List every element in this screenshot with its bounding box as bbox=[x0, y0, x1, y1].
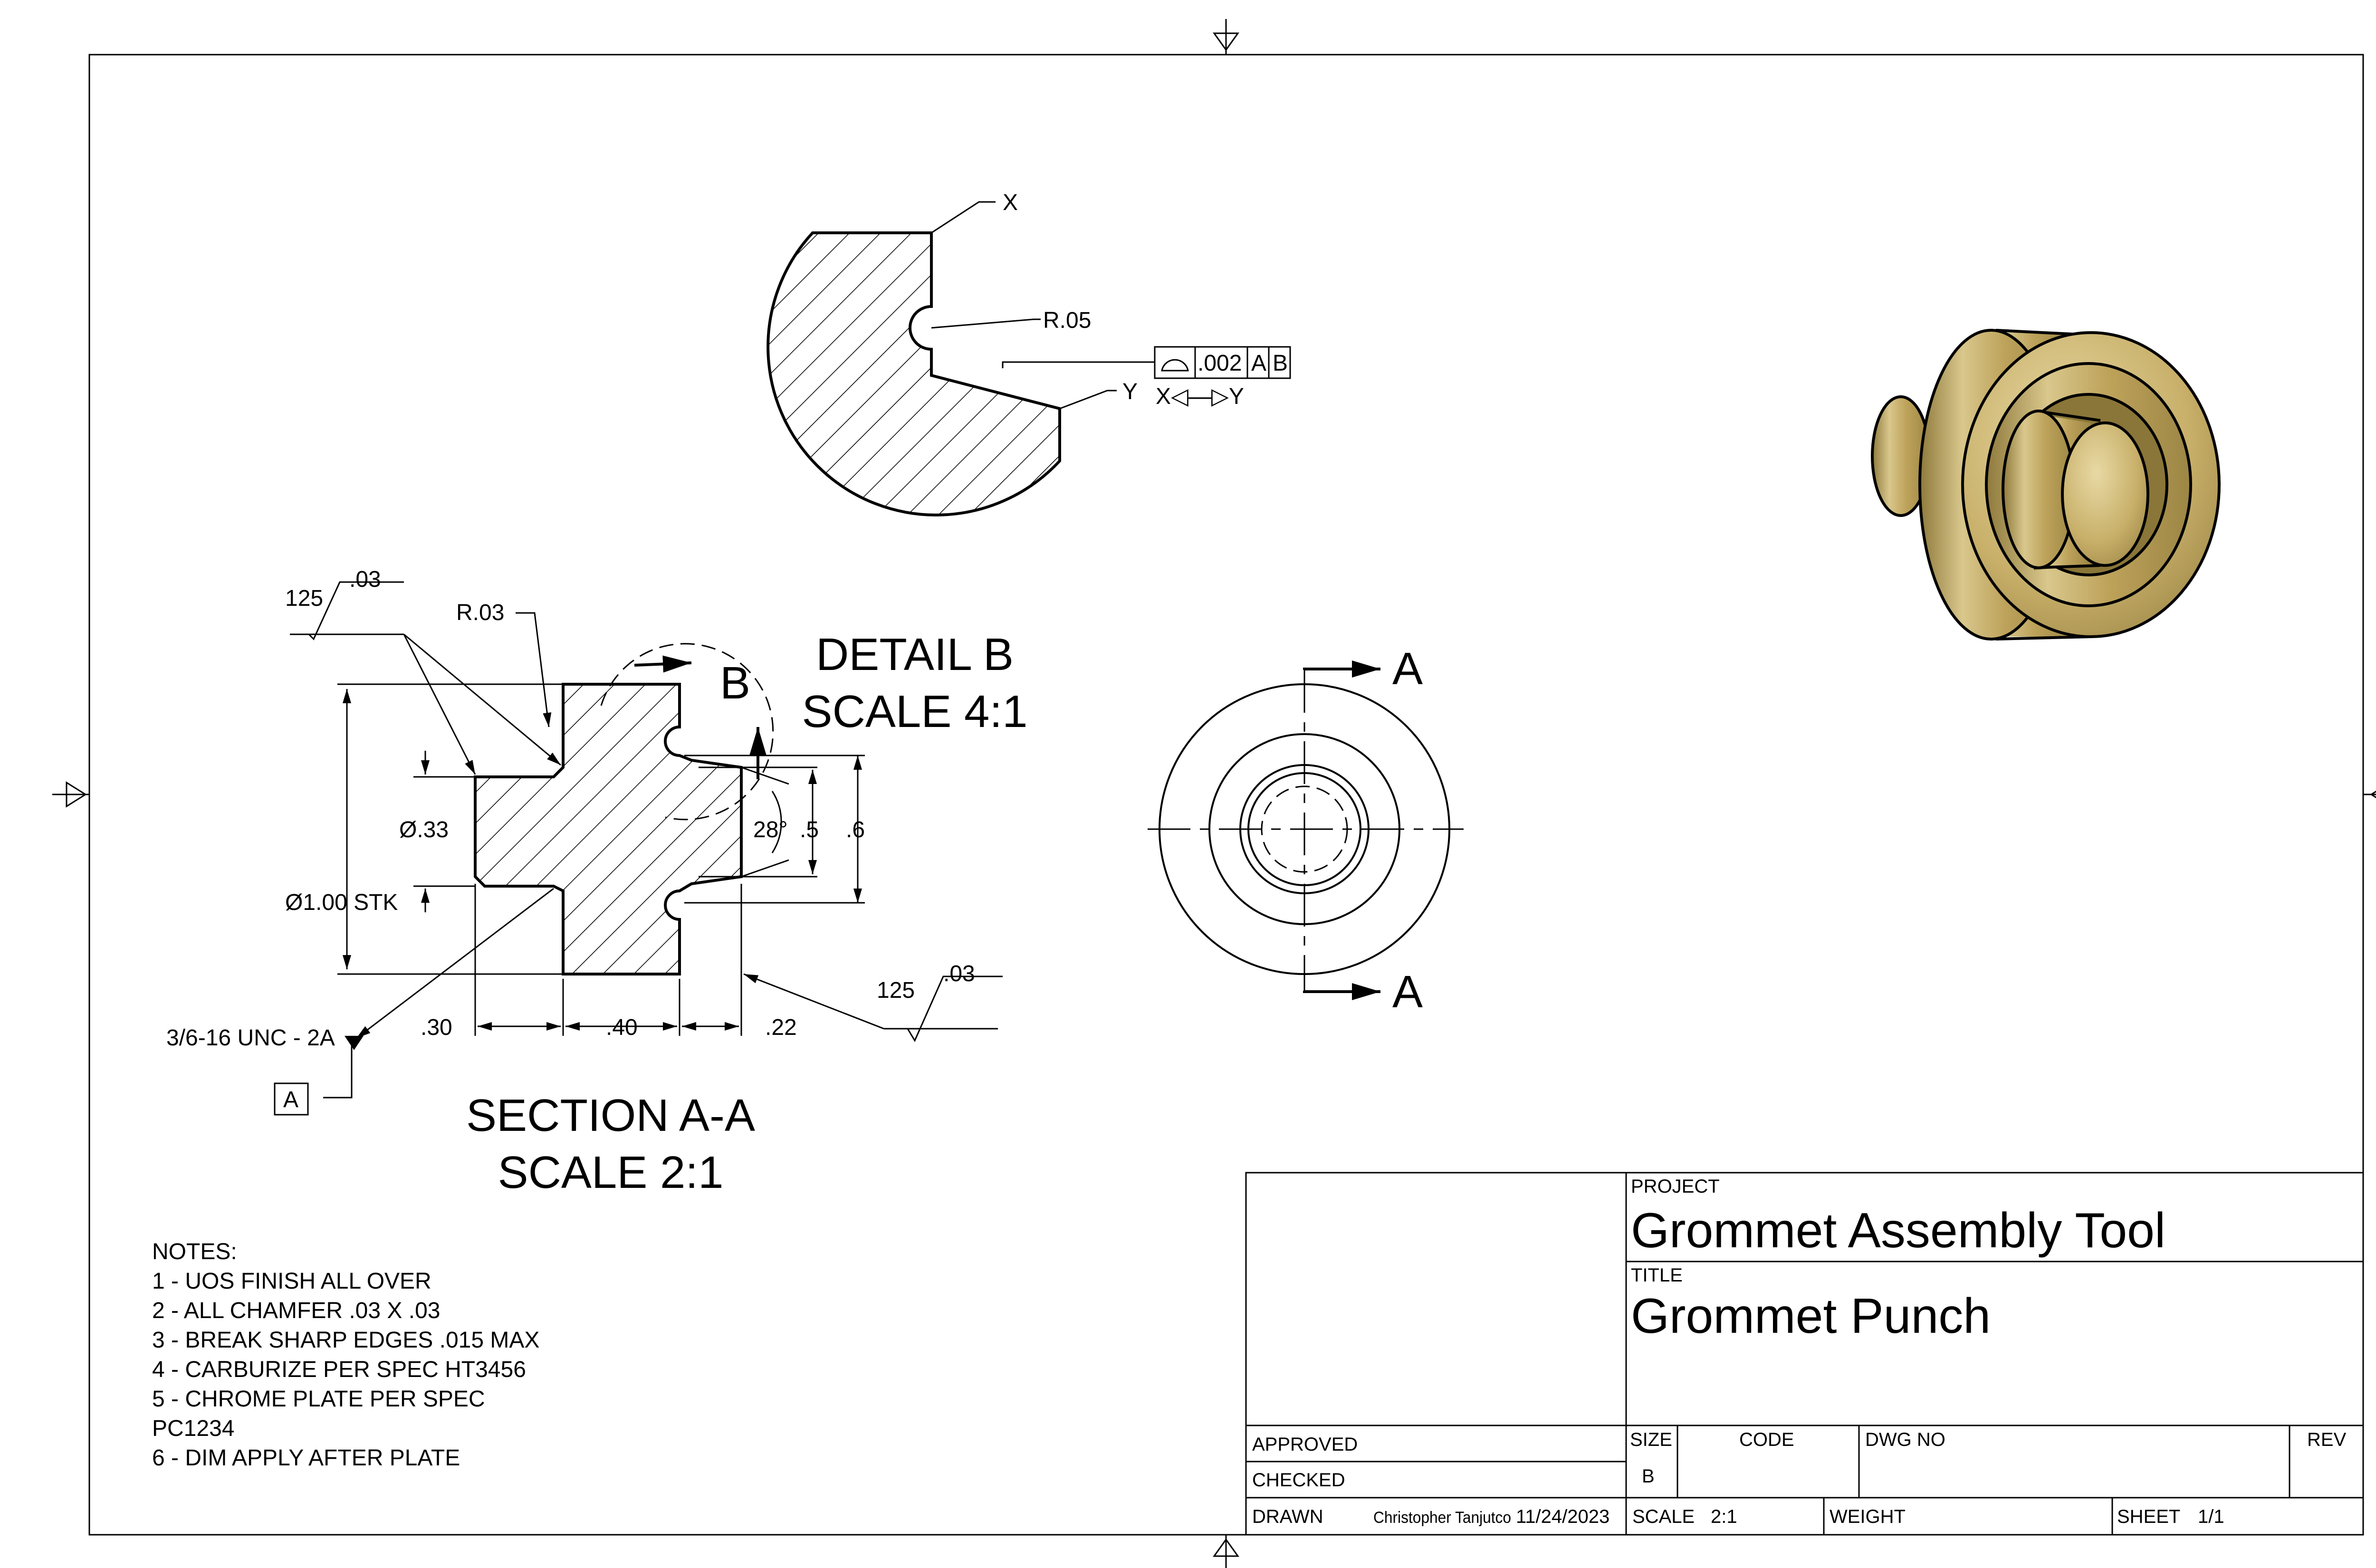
detail-b-scale: SCALE 4:1 bbox=[802, 686, 1028, 737]
front-view: A A bbox=[1148, 643, 1464, 1017]
title-label: TITLE bbox=[1631, 1265, 1683, 1286]
section-a-a-title: SECTION A-A bbox=[466, 1090, 755, 1141]
weight-label: WEIGHT bbox=[1830, 1506, 1906, 1527]
size-value: B bbox=[1642, 1466, 1655, 1487]
between-x-y: X◁—▷Y bbox=[1156, 384, 1244, 409]
checked-label: CHECKED bbox=[1252, 1470, 1345, 1491]
feature-control-frame: .002 A B X◁—▷Y bbox=[1154, 346, 1291, 409]
section-radius: R.03 bbox=[456, 600, 504, 625]
note-item: 2 - ALL CHAMFER .03 X .03 bbox=[152, 1298, 440, 1323]
title-block bbox=[1245, 1172, 2364, 1536]
surface-finish-top-ra: 125 bbox=[285, 586, 323, 611]
note-item: PC1234 bbox=[152, 1416, 234, 1441]
detail-b-title: DETAIL B bbox=[816, 629, 1014, 680]
notes-heading: NOTES: bbox=[152, 1239, 237, 1264]
drawn-date: 11/24/2023 bbox=[1516, 1506, 1610, 1527]
section-a-a-scale: SCALE 2:1 bbox=[498, 1147, 724, 1198]
project-label: PROJECT bbox=[1631, 1176, 1720, 1197]
note-item: 6 - DIM APPLY AFTER PLATE bbox=[152, 1445, 460, 1471]
surface-finish-bottom-ra: 125 bbox=[877, 978, 915, 1003]
detail-b-cut-label: B bbox=[720, 658, 750, 708]
drawing-title: Grommet Punch bbox=[1631, 1289, 1991, 1344]
scale-value: 2:1 bbox=[1711, 1506, 1737, 1527]
datum-a-label: A bbox=[283, 1087, 298, 1112]
dim-22: .22 bbox=[765, 1015, 797, 1040]
dim-angle: 28° bbox=[753, 817, 788, 842]
dim-40: .40 bbox=[606, 1015, 638, 1040]
detail-b-view: X R.05 Y .002 A B X◁—▷Y DETAIL B SCALE 4… bbox=[766, 190, 1291, 737]
surface-finish-bottom-value: .03 bbox=[943, 961, 975, 986]
notes-block: NOTES: 1 - UOS FINISH ALL OVER 2 - ALL C… bbox=[152, 1239, 539, 1471]
tolerance-value: .002 bbox=[1198, 351, 1242, 376]
centering-marks bbox=[52, 19, 2376, 1568]
section-label-bottom: A bbox=[1392, 966, 1423, 1017]
detail-b-section bbox=[766, 231, 1061, 516]
iso-view bbox=[1871, 329, 2221, 641]
section-a-a-shape bbox=[474, 683, 743, 975]
surface-finish-top-value: .03 bbox=[349, 567, 381, 592]
sheet-label: SHEET bbox=[2117, 1506, 2180, 1527]
note-item: 4 - CARBURIZE PER SPEC HT3456 bbox=[152, 1357, 526, 1382]
code-label: CODE bbox=[1739, 1429, 1794, 1450]
drawn-by: Christopher Tanjutco bbox=[1373, 1509, 1511, 1527]
detail-b-leader-x: X bbox=[1003, 190, 1018, 215]
detail-b-radius: R.05 bbox=[1043, 308, 1091, 333]
thread-callout: 3/6-16 UNC - 2A bbox=[166, 1025, 335, 1051]
note-item: 5 - CHROME PLATE PER SPEC bbox=[152, 1386, 485, 1412]
scale-label: SCALE bbox=[1632, 1506, 1695, 1527]
detail-b-leader-y: Y bbox=[1122, 379, 1138, 404]
datum-ref-b: B bbox=[1273, 351, 1288, 376]
rev-label: REV bbox=[2307, 1429, 2347, 1450]
sheet-value: 1/1 bbox=[2198, 1506, 2224, 1527]
section-a-a-view: 125 .03 R.03 B Ø.33 Ø1.00 STK 28° .5 .6 … bbox=[166, 567, 1003, 1198]
project-name: Grommet Assembly Tool bbox=[1631, 1203, 2165, 1258]
profile-of-surface-icon bbox=[1161, 359, 1189, 372]
dim-dia-small: Ø.33 bbox=[399, 817, 449, 842]
approved-label: APPROVED bbox=[1252, 1434, 1358, 1455]
note-item: 1 - UOS FINISH ALL OVER bbox=[152, 1269, 431, 1294]
dim-6: .6 bbox=[846, 817, 865, 842]
note-item: 3 - BREAK SHARP EDGES .015 MAX bbox=[152, 1328, 539, 1353]
section-label-top: A bbox=[1392, 643, 1423, 694]
dwg-no-label: DWG NO bbox=[1865, 1429, 1945, 1450]
datum-ref-a: A bbox=[1251, 351, 1266, 376]
dim-5: .5 bbox=[800, 817, 819, 842]
dim-dia-stock: Ø1.00 STK bbox=[285, 890, 398, 915]
size-label: SIZE bbox=[1630, 1429, 1672, 1450]
dim-30: .30 bbox=[421, 1015, 452, 1040]
drawn-label: DRAWN bbox=[1252, 1506, 1323, 1527]
